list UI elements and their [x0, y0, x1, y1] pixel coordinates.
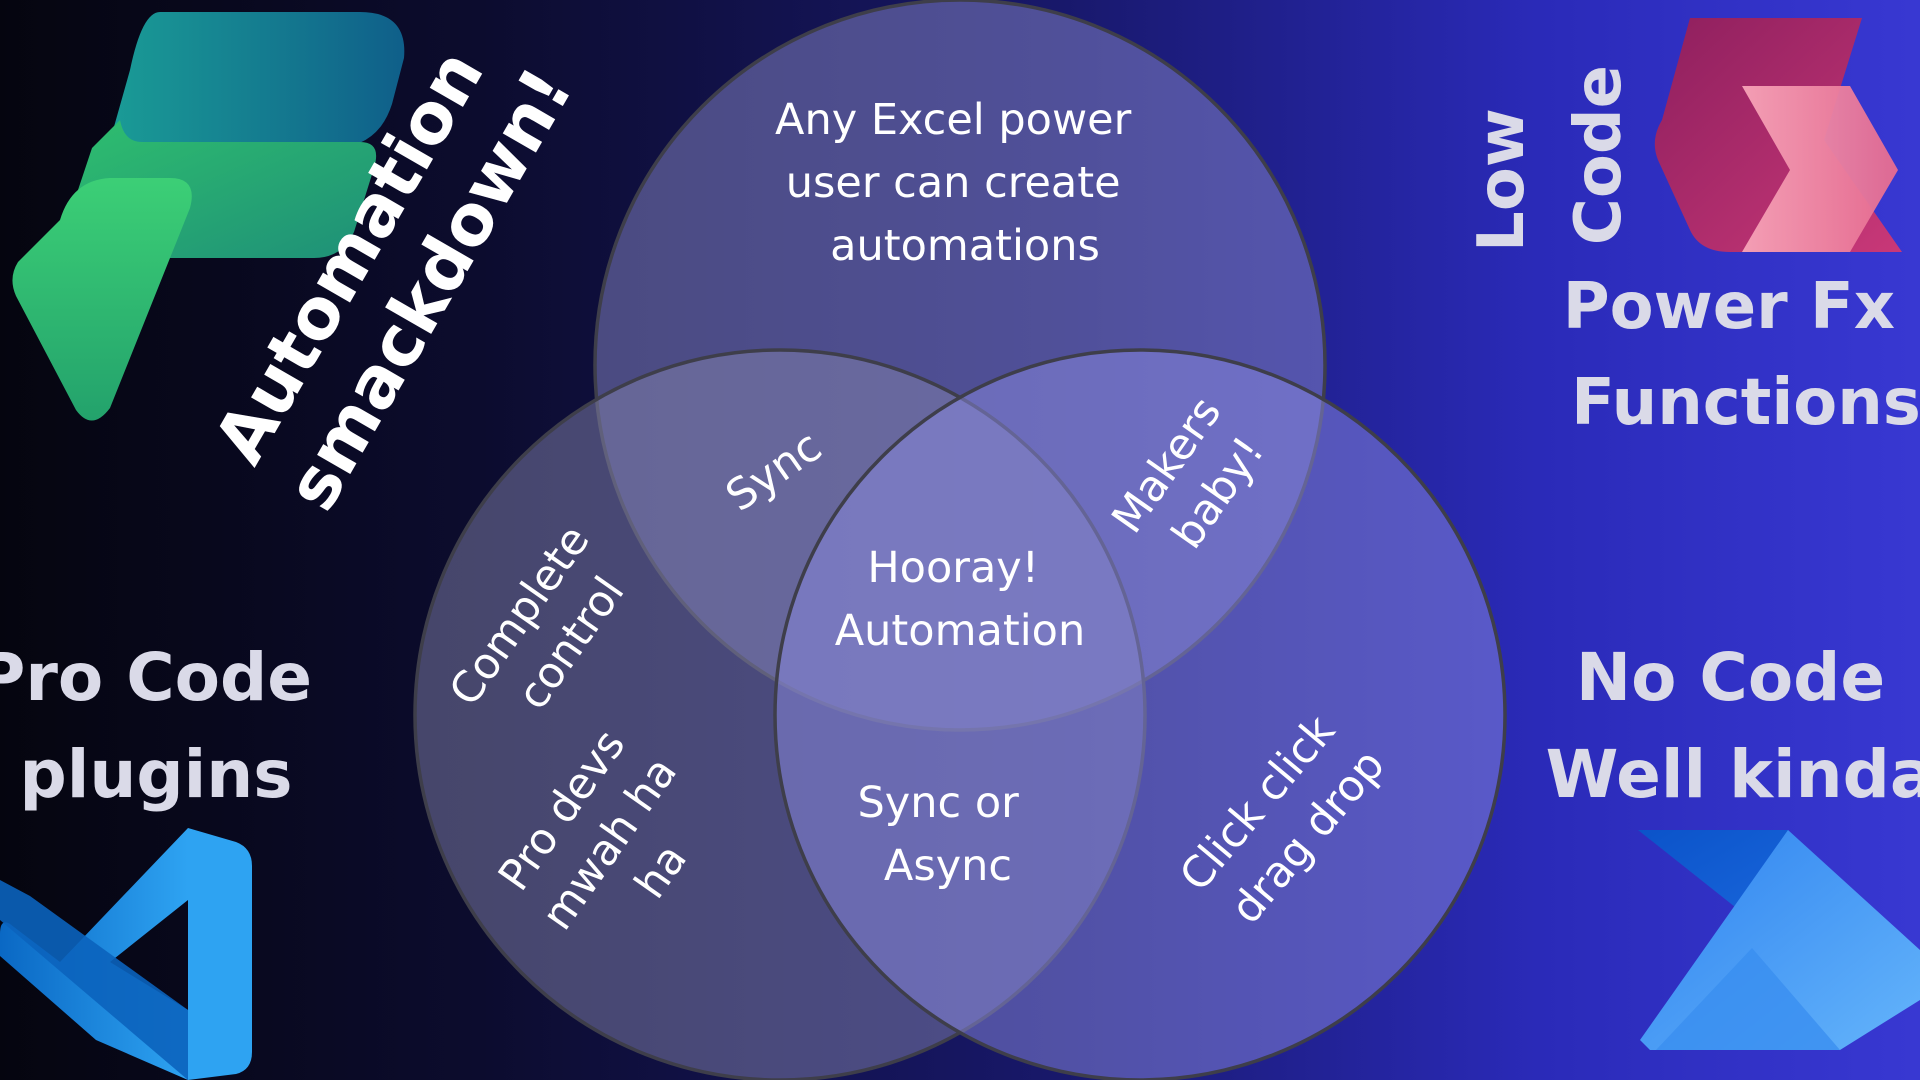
- low-code-rotated-text-2: Code: [1562, 65, 1636, 245]
- venn-bottom-overlap-text: Sync or Async: [858, 778, 1033, 891]
- power-automate-logo-icon: [1638, 830, 1920, 1050]
- venn-top-text: Any Excel power user can create automati…: [775, 95, 1145, 271]
- venn-diagram: Any Excel power user can create automati…: [413, 0, 1507, 1080]
- circle-right: [773, 348, 1507, 1080]
- power-apps-logo-icon: [12, 12, 405, 421]
- vs-code-logo-icon: [0, 828, 252, 1080]
- right-label: No Code Well kinda: [1546, 639, 1920, 813]
- power-fx-logo-icon: [1654, 18, 1902, 252]
- low-code-rotated-text: Low: [1465, 108, 1539, 252]
- venn-center-text: Hooray! Automation: [835, 543, 1085, 656]
- left-label: Pro Code plugins: [0, 639, 335, 813]
- top-right-label: Power Fx Functions: [1563, 270, 1920, 440]
